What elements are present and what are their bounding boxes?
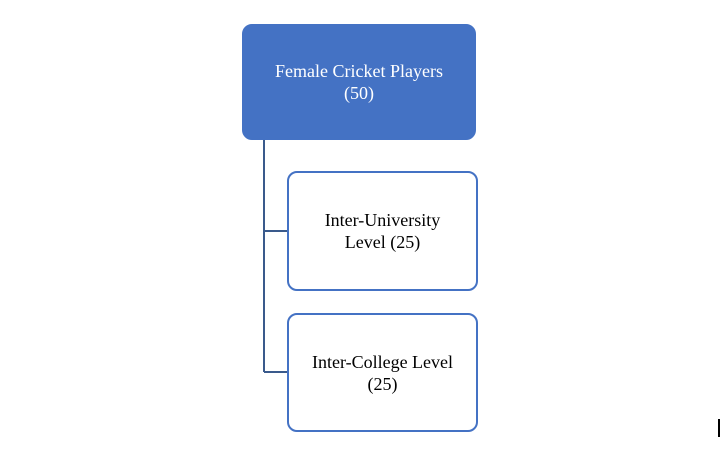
child-node-inter-college: Inter-College Level (25)	[287, 313, 478, 432]
child-node-label-inter-college: Inter-College Level (25)	[311, 351, 454, 394]
child-node-label-inter-university: Inter-University Level (25)	[324, 210, 441, 252]
text-cursor-mark	[718, 419, 720, 437]
root-node-label: Female Cricket Players (50)	[275, 61, 443, 103]
root-node-female-cricket-players: Female Cricket Players (50)	[242, 24, 476, 140]
child-node-inter-university: Inter-University Level (25)	[287, 171, 478, 291]
